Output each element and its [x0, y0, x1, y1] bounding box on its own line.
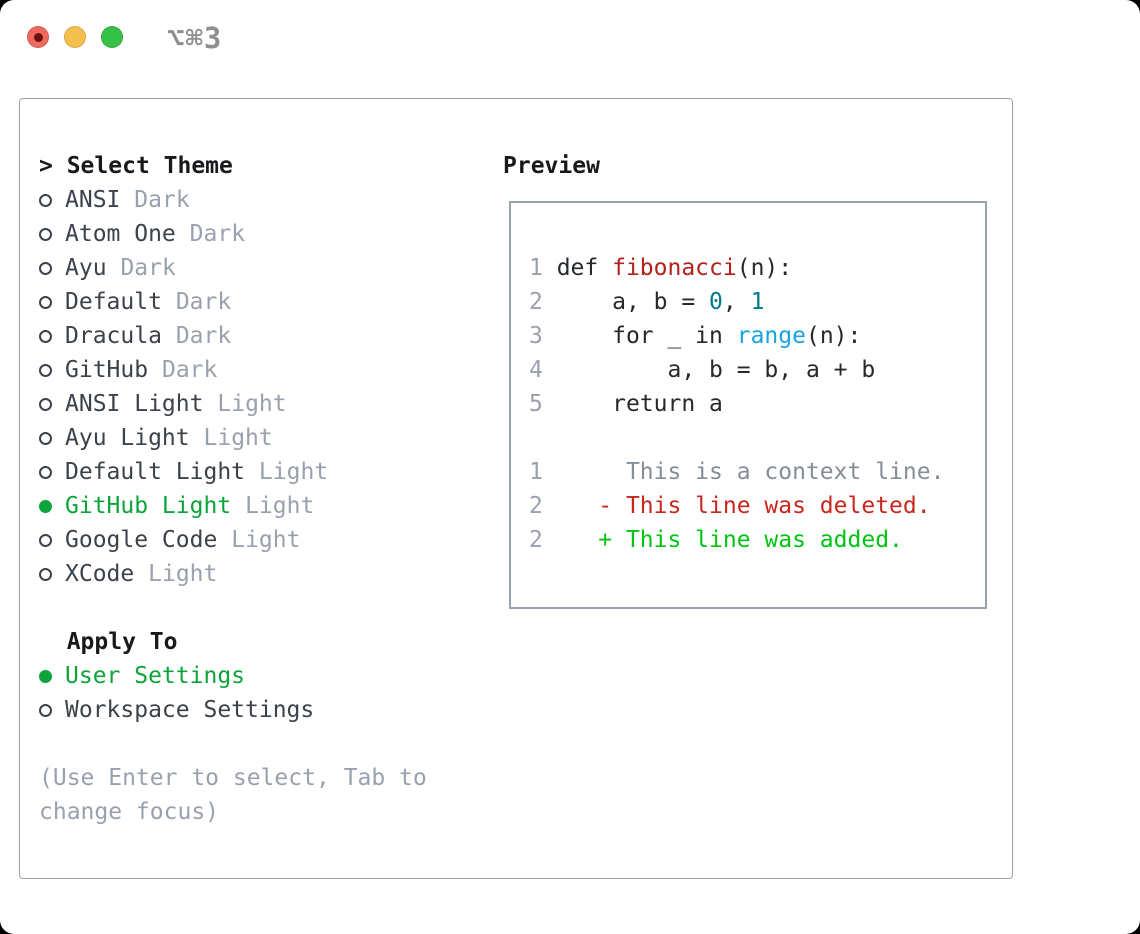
code-line: 3 for _ in range(n):: [529, 323, 862, 349]
close-button[interactable]: [27, 26, 49, 48]
window-title: ⌥⌘3: [167, 21, 223, 55]
theme-option-ansi-light[interactable]: ANSI Light Light: [39, 387, 427, 421]
code-line: 4 a, b = b, a + b: [529, 357, 876, 383]
radio-icon: [39, 329, 52, 343]
spacer: [39, 727, 427, 761]
theme-option-atom-one-dark[interactable]: Atom One Dark: [39, 217, 427, 251]
radio-selected-icon: [39, 499, 52, 513]
theme-picker: > Select Theme ANSI Dark Atom One Dark A…: [39, 149, 427, 829]
radio-icon: [39, 227, 52, 241]
theme-option-ayu-dark[interactable]: Ayu Dark: [39, 251, 427, 285]
blank-line: [529, 421, 985, 455]
radio-icon: [39, 465, 52, 479]
preview-header: Preview: [503, 153, 600, 179]
radio-icon: [39, 295, 52, 309]
diff-context-line: 1 This is a context line.: [529, 459, 945, 485]
titlebar: ⌥⌘3: [0, 0, 1140, 75]
zoom-button[interactable]: [101, 26, 123, 48]
minimize-button[interactable]: [64, 26, 86, 48]
code-line: 2 a, b = 0, 1: [529, 289, 765, 315]
diff-added-line: 2 + This line was added.: [529, 527, 903, 553]
radio-icon: [39, 703, 52, 717]
select-theme-header: > Select Theme: [39, 149, 427, 183]
theme-option-default-light[interactable]: Default Light Light: [39, 455, 427, 489]
main-panel: > Select Theme ANSI Dark Atom One Dark A…: [19, 98, 1013, 879]
apply-option-user-settings[interactable]: User Settings: [39, 659, 427, 693]
radio-icon: [39, 363, 52, 377]
radio-icon: [39, 431, 52, 445]
theme-option-github-dark[interactable]: GitHub Dark: [39, 353, 427, 387]
radio-icon: [39, 261, 52, 275]
keyboard-hint-line2: change focus): [39, 799, 220, 825]
code-line: 5 return a: [529, 391, 723, 417]
close-dot-icon: [33, 32, 43, 42]
theme-option-google-code-light[interactable]: Google Code Light: [39, 523, 427, 557]
radio-icon: [39, 397, 52, 411]
radio-icon: [39, 193, 52, 207]
code-preview-pane: 1 def fibonacci(n): 2 a, b = 0, 1 3 for …: [509, 201, 987, 609]
theme-option-dracula-dark[interactable]: Dracula Dark: [39, 319, 427, 353]
code-line: 1 def fibonacci(n):: [529, 255, 793, 281]
radio-selected-icon: [39, 669, 52, 683]
diff-deleted-line: 2 - This line was deleted.: [529, 493, 931, 519]
apply-option-workspace-settings[interactable]: Workspace Settings: [39, 693, 427, 727]
radio-icon: [39, 533, 52, 547]
theme-option-ayu-light[interactable]: Ayu Light Light: [39, 421, 427, 455]
theme-option-github-light[interactable]: GitHub Light Light: [39, 489, 427, 523]
theme-option-xcode-light[interactable]: XCode Light: [39, 557, 427, 591]
select-theme-title: Select Theme: [66, 153, 233, 179]
keyboard-hint-line1: (Use Enter to select, Tab to: [39, 765, 427, 791]
spacer: [39, 591, 427, 625]
prompt-caret: >: [39, 153, 67, 179]
theme-option-ansi-dark[interactable]: ANSI Dark: [39, 183, 427, 217]
theme-option-default-dark[interactable]: Default Dark: [39, 285, 427, 319]
apply-to-header: Apply To: [66, 629, 178, 655]
radio-icon: [39, 567, 52, 581]
